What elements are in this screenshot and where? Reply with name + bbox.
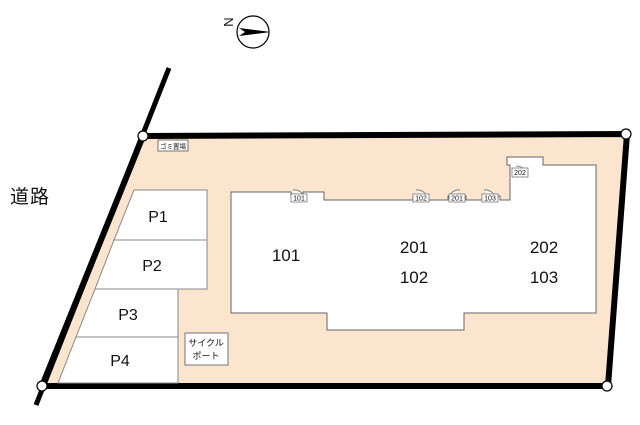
- parking-label-p3: P3: [118, 307, 138, 324]
- entrance-tag-102: [412, 193, 430, 203]
- parking-area: [57, 189, 208, 384]
- parking-label-p2: P2: [142, 258, 162, 275]
- compass-needle-icon: [239, 28, 271, 36]
- garbage-area: [157, 139, 189, 152]
- corner-marker-bottom-right: [601, 380, 613, 392]
- boundary-corners: [36, 128, 632, 392]
- entrance-label-202: 202: [514, 170, 526, 177]
- entrance-tag-101: [290, 193, 308, 203]
- corner-marker-top-right: [620, 128, 632, 140]
- corner-marker-bottom-left: [36, 380, 48, 392]
- corner-marker-top-left: [137, 130, 149, 142]
- unit-label-202: 202: [530, 238, 558, 257]
- compass-needle-tail: [239, 28, 245, 36]
- entrance-label-102: 102: [415, 196, 427, 203]
- entrance-tag-103: [481, 193, 499, 203]
- entrance-tag-201: [448, 193, 466, 203]
- parking-label-p4: P4: [110, 353, 130, 370]
- cycle-port-label-line1: サイクル: [188, 338, 224, 348]
- unit-label-101: 101: [272, 246, 300, 265]
- road-label: 道路: [10, 186, 51, 208]
- garbage-area-label: ゴミ置場: [160, 142, 187, 151]
- parking-label-p1: P1: [148, 209, 168, 226]
- cycle-port-label-line2: ポート: [192, 351, 219, 361]
- parking-space-p2: [94, 239, 208, 290]
- entrance-label-201: 201: [451, 196, 463, 203]
- cycle-port: [184, 332, 229, 366]
- road-edge-line: [33, 67, 172, 406]
- unit-label-102: 102: [400, 268, 428, 287]
- entrance-label-101: 101: [293, 196, 305, 203]
- parking-space-p4: [57, 336, 179, 384]
- unit-label-103: 103: [530, 268, 558, 287]
- entrance-label-103: 103: [484, 196, 496, 203]
- north-compass: N: [221, 15, 271, 49]
- compass-north-label: N: [221, 17, 236, 26]
- entrance-tag-202: [511, 167, 529, 178]
- unit-label-201: 201: [400, 238, 428, 257]
